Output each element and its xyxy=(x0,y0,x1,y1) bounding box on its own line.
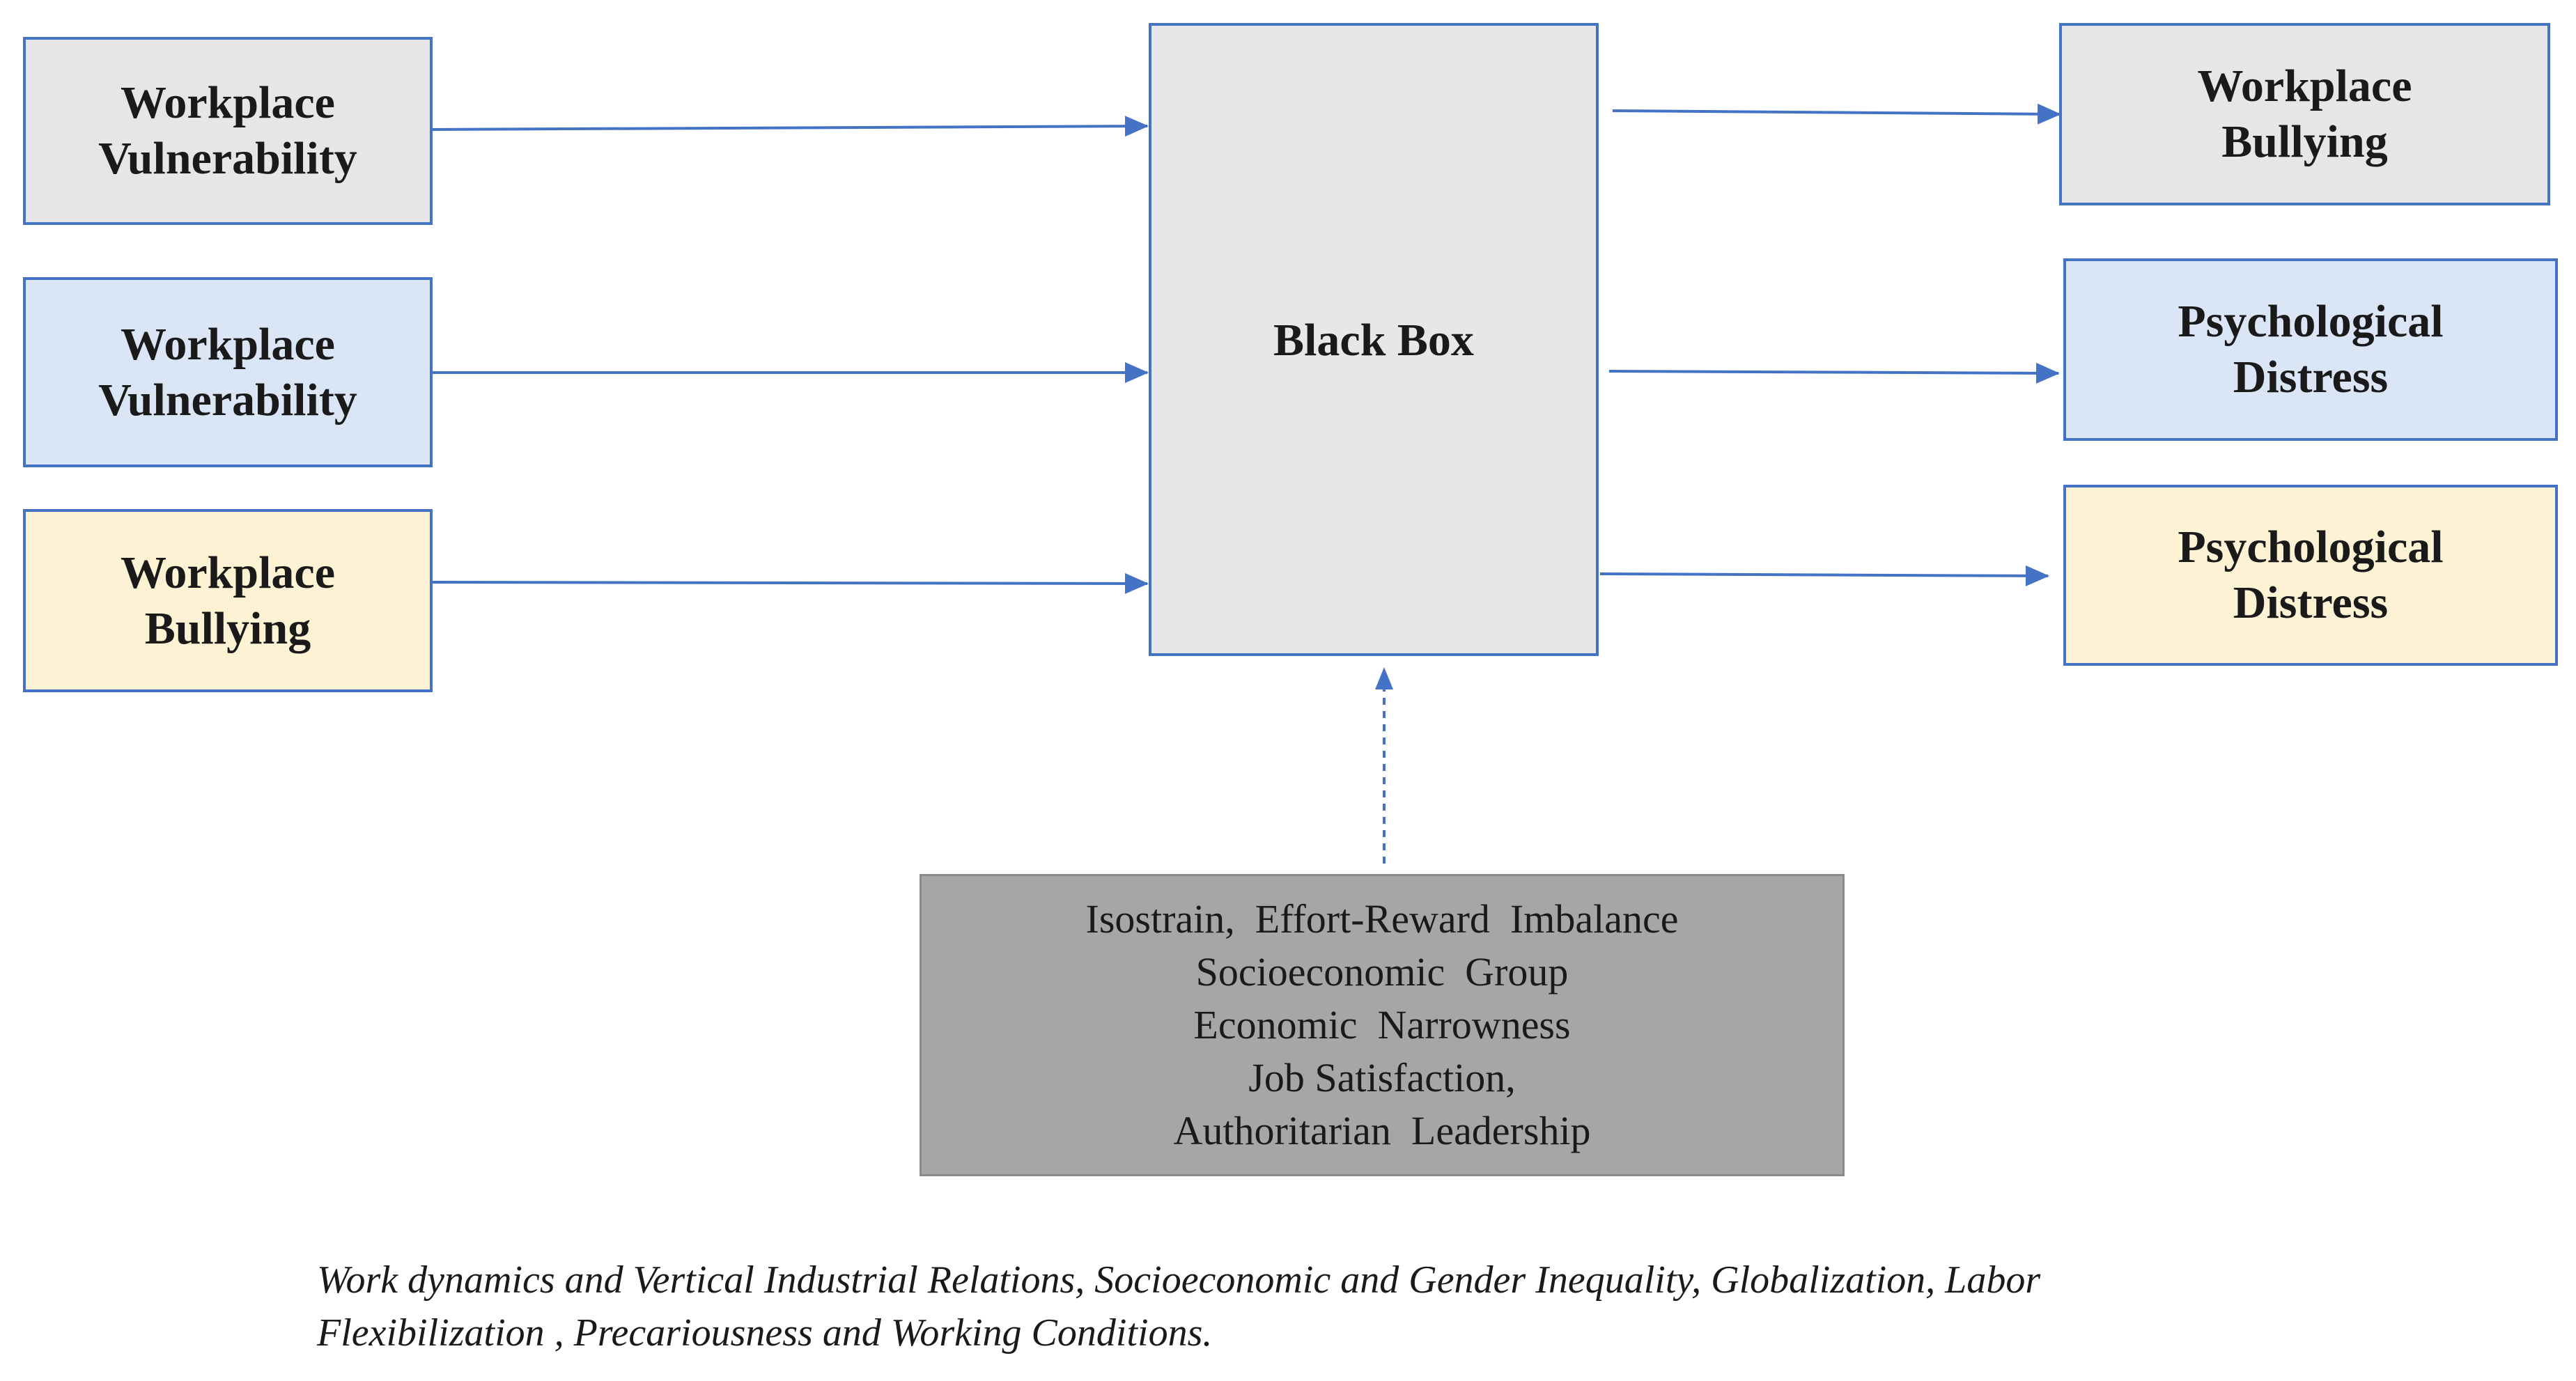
factor-item: Authoritarian Leadership xyxy=(1173,1108,1591,1153)
footnote-line1: Work dynamics and Vertical Industrial Re… xyxy=(317,1258,2041,1302)
arrow-output-1 xyxy=(1612,103,2061,125)
factor-item: Job Satisfaction, xyxy=(1248,1055,1516,1100)
output-box-line2: Distress xyxy=(2233,352,2389,403)
input-box-line1: Workplace xyxy=(120,77,335,128)
factor-item: Economic Narrowness xyxy=(1193,1002,1571,1047)
arrow-input-1 xyxy=(431,116,1149,137)
factor-item: Isostrain, Effort-Reward Imbalance xyxy=(1085,896,1679,942)
arrow-input-3 xyxy=(431,572,1149,594)
input-box-line1: Workplace xyxy=(121,547,335,598)
footnote: Work dynamics and Vertical Industrial Re… xyxy=(317,1254,2442,1359)
arrow-output-3 xyxy=(1599,565,2049,586)
output-box-line2: Distress xyxy=(2233,577,2389,628)
black-box-label: Black Box xyxy=(1273,315,1474,366)
factors-box: Isostrain, Effort-Reward Imbalance Socio… xyxy=(920,874,1845,1176)
arrow-factors-head xyxy=(1375,667,1393,689)
output-box-line2: Bullying xyxy=(2221,116,2388,167)
footnote-line2: Flexibilization , Precariousness and Wor… xyxy=(317,1311,1213,1355)
black-box: Black Box xyxy=(1149,23,1599,656)
output-box-line1: Psychological xyxy=(2178,296,2444,347)
input-box-line1: Workplace xyxy=(120,318,335,370)
arrow-output-2 xyxy=(1608,362,2060,384)
input-box-line2: Bullying xyxy=(144,602,311,654)
input-box-line2: Vulnerability xyxy=(98,133,357,184)
output-box-line1: Psychological xyxy=(2178,522,2444,572)
input-box-line2: Vulnerability xyxy=(98,374,357,426)
output-box-line1: Workplace xyxy=(2197,61,2412,111)
factor-item: Socioeconomic Group xyxy=(1195,949,1569,994)
